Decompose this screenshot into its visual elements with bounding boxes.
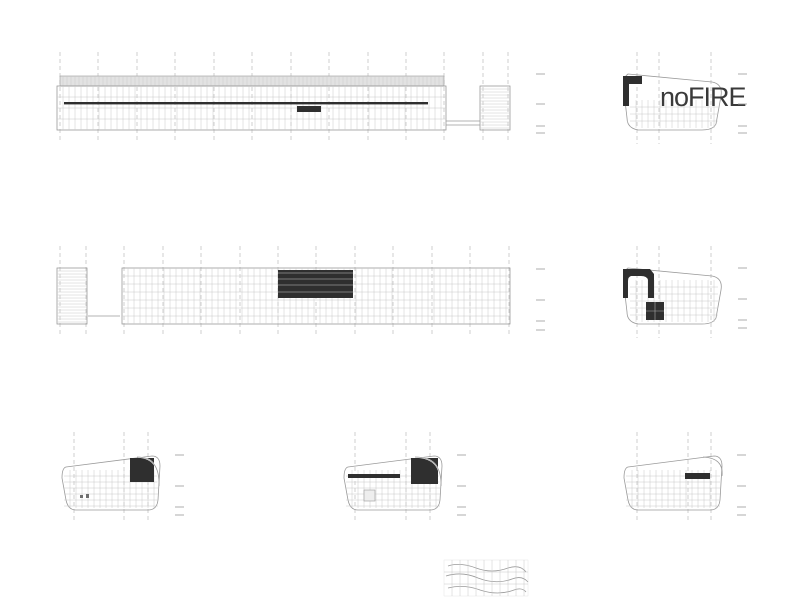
cladding-panel (130, 458, 154, 482)
section-1 (61, 432, 184, 520)
canopy-edge (136, 456, 160, 487)
corner-panel (623, 76, 642, 106)
key-plan (443, 559, 529, 597)
section-grid (626, 470, 720, 508)
level-markers (175, 454, 184, 516)
grid-axes (636, 52, 712, 144)
level-markers (737, 454, 746, 516)
site-contour (447, 586, 527, 594)
signage-text: noFIRE (660, 82, 746, 112)
roof-band (59, 75, 445, 87)
grid-axes (59, 246, 510, 334)
elevation-end-b (623, 246, 747, 338)
roof-band-pattern (62, 76, 444, 86)
floor-slab (685, 473, 710, 479)
annex-grid (480, 88, 510, 129)
facade-outline (121, 267, 511, 325)
envelope-grid (630, 280, 718, 322)
level-markers (738, 267, 747, 329)
level-markers (738, 73, 747, 134)
canopy-edge (414, 456, 442, 487)
detail-mark (80, 495, 83, 498)
louvre-block (278, 270, 353, 298)
site-contour (447, 564, 527, 573)
facade-grid (57, 86, 446, 130)
section-3 (623, 432, 746, 520)
signage-band (64, 102, 428, 105)
section-outline (61, 455, 161, 511)
grid-axes (636, 246, 712, 338)
entrance-arch (623, 269, 654, 298)
link-bridge (446, 120, 480, 126)
detail-mark (86, 494, 89, 498)
site-contour (445, 573, 529, 583)
level-markers (536, 268, 545, 331)
level-markers (536, 73, 545, 134)
envelope-outline (623, 267, 722, 325)
canopy-edge (702, 456, 723, 477)
door-mullions (646, 302, 664, 320)
annex-grid (57, 270, 87, 323)
elevation-end-a: noFIRE (623, 52, 747, 144)
section-outline (623, 455, 723, 511)
site-grid (444, 560, 528, 596)
level-markers (457, 454, 466, 516)
envelope-grid (630, 100, 718, 128)
section-2 (343, 432, 466, 520)
annex-outline (56, 267, 88, 325)
annex-outline (479, 85, 511, 131)
key-plan-frame (443, 559, 529, 597)
louvre-panel (297, 106, 321, 112)
elevation-long-a (56, 52, 545, 142)
section-outline (343, 455, 443, 511)
room-box (363, 489, 376, 502)
floor-slab (348, 474, 400, 478)
elevation-long-b (56, 246, 545, 334)
cladding-panel (411, 458, 438, 484)
